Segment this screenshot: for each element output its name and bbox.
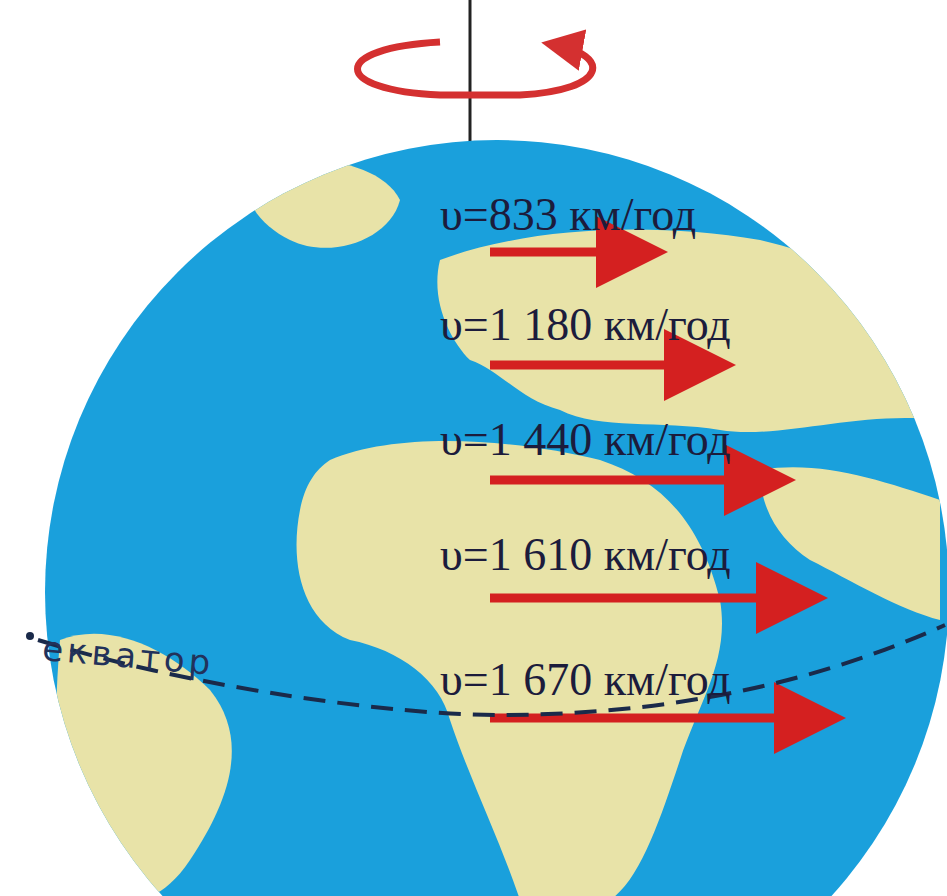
equator-line xyxy=(38,625,945,715)
axis-line xyxy=(469,0,472,145)
speed-label: υ=1 610 км/год xyxy=(440,530,731,581)
speed-label: υ=1 440 км/год xyxy=(440,415,731,466)
continents xyxy=(56,160,940,896)
globe-ocean xyxy=(45,140,947,896)
speed-label: υ=1 180 км/год xyxy=(440,300,731,351)
rotation-arrow xyxy=(358,42,593,95)
speed-label: υ=833 км/год xyxy=(440,190,696,241)
equator-dot xyxy=(26,632,34,640)
speed-label: υ=1 670 км/год xyxy=(440,655,731,706)
